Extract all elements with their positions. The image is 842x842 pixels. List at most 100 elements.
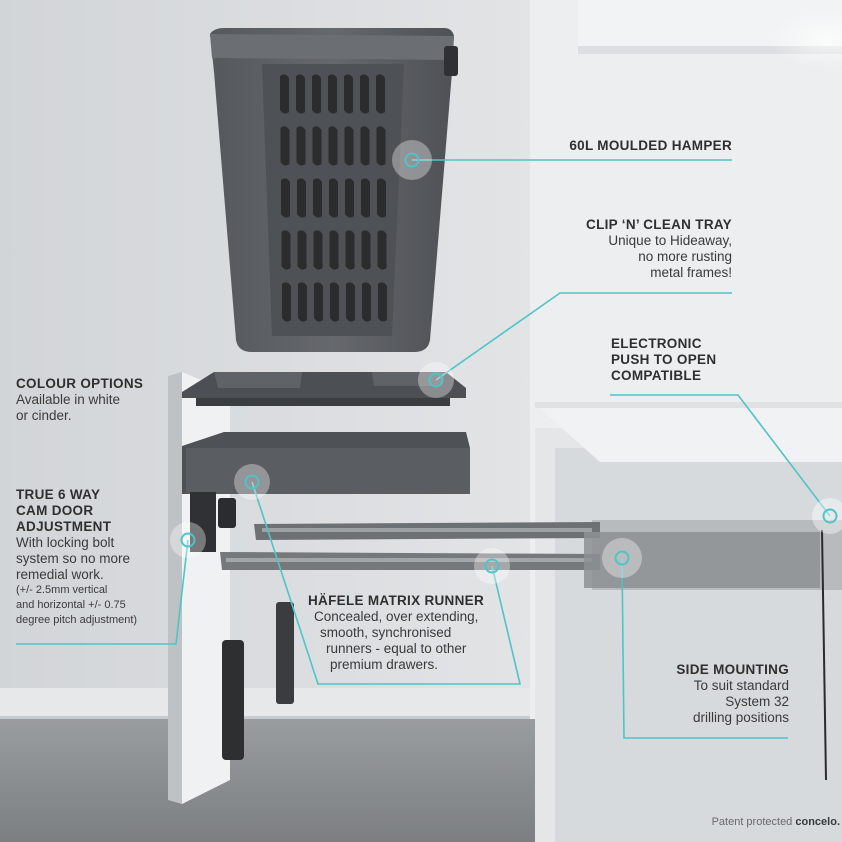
vent-slot: [330, 282, 339, 322]
callout-electronic-line: ELECTRONIC: [611, 336, 702, 351]
vent-slot: [298, 282, 307, 322]
callout-tray: CLIP ‘N’ CLEAN TRAY Unique to Hideaway, …: [586, 217, 732, 281]
vent-slot: [361, 178, 370, 218]
vent-slot: [362, 282, 371, 322]
callout-runner-line: smooth, synchronised: [320, 625, 452, 640]
vent-slot: [344, 126, 354, 166]
line-side: [621, 557, 788, 739]
callout-side: SIDE MOUNTING To suit standard System 32…: [676, 662, 789, 726]
callout-electronic-line: COMPATIBLE: [611, 368, 702, 383]
vent-slot: [360, 74, 369, 114]
hamper-vents: [280, 74, 387, 322]
callout-runner: HÄFELE MATRIX RUNNER Concealed, over ext…: [308, 593, 484, 673]
line-cam: [16, 539, 189, 645]
callout-markers: [170, 140, 842, 584]
vent-slot: [345, 178, 354, 218]
vent-slot: [312, 126, 322, 166]
vent-slot: [296, 74, 305, 114]
vent-slot: [361, 230, 371, 270]
callout-cam-note: and horizontal +/- 0.75: [16, 599, 126, 611]
vent-slot: [328, 74, 337, 114]
vent-slot: [281, 230, 291, 270]
callout-cam-title: TRUE 6 WAY: [16, 487, 101, 502]
patent-prefix: Patent protected: [711, 816, 793, 828]
callout-runner-line: runners - equal to other: [326, 641, 467, 656]
callout-lines: [16, 159, 831, 739]
vent-slot: [377, 178, 386, 218]
callout-hamper: 60L MOULDED HAMPER: [569, 138, 732, 154]
vent-slot: [312, 74, 321, 114]
vent-slot: [314, 282, 323, 322]
line-electronic: [610, 394, 831, 517]
clip-clean-tray: [182, 372, 466, 406]
door-hinge-lower: [222, 640, 244, 760]
callout-runner-title: HÄFELE MATRIX RUNNER: [308, 593, 484, 608]
callout-cam-line: remedial work.: [16, 567, 104, 582]
callout-colour-line: Available in white: [16, 392, 121, 407]
callout-side-line: drilling positions: [692, 710, 789, 725]
callout-electronic: ELECTRONIC PUSH TO OPEN COMPATIBLE: [611, 336, 716, 384]
floor: [0, 719, 560, 842]
callout-runner-line: premium drawers.: [330, 657, 439, 672]
vent-slot: [297, 230, 307, 270]
callout-cam: TRUE 6 WAY CAM DOOR ADJUSTMENT With lock…: [16, 487, 137, 628]
marker-electronic: [812, 498, 842, 534]
marker-runner-2: [474, 548, 510, 584]
callout-cam-line: With locking bolt: [16, 535, 115, 550]
callout-cam-title: ADJUSTMENT: [16, 519, 112, 534]
cabinet-door: [168, 372, 182, 804]
vent-slot: [313, 178, 322, 218]
benchtop: [535, 404, 842, 462]
vent-slot: [313, 230, 323, 270]
callout-tray-line: Unique to Hideaway,: [608, 233, 732, 248]
callout-runner-line: Concealed, over extending,: [314, 609, 479, 624]
vent-slot: [282, 282, 291, 322]
callout-electronic-line: PUSH TO OPEN: [611, 352, 717, 367]
callout-side-line: To suit standard: [693, 678, 789, 693]
callout-colour-line: or cinder.: [16, 408, 72, 423]
callout-tray-title: CLIP ‘N’ CLEAN TRAY: [586, 217, 732, 232]
callout-tray-line: no more rusting: [638, 249, 732, 264]
vent-slot: [328, 126, 338, 166]
vent-slot: [344, 74, 353, 114]
vent-slot: [346, 282, 355, 322]
vent-slot: [296, 126, 306, 166]
marker-tray: [418, 362, 454, 398]
vent-slot: [280, 126, 290, 166]
line-tray: [435, 292, 732, 381]
vent-slot: [297, 178, 306, 218]
marker-hamper: [392, 140, 432, 180]
callout-hamper-title: 60L MOULDED HAMPER: [569, 138, 732, 153]
vent-slot: [378, 282, 387, 322]
vent-slot: [281, 178, 290, 218]
brand-name: concelo.: [795, 816, 840, 828]
vent-slot: [329, 230, 339, 270]
callout-cam-line: system so no more: [16, 551, 131, 566]
skirting: [0, 688, 530, 718]
light-glow: [770, 10, 842, 70]
callout-colour-title: COLOUR OPTIONS: [16, 376, 144, 391]
line-runner: [251, 481, 522, 685]
marker-runner: [234, 464, 270, 500]
vent-slot: [376, 126, 386, 166]
vent-slot: [329, 178, 338, 218]
callout-cam-note: (+/- 2.5mm vertical: [16, 584, 108, 596]
matrix-runners: [220, 522, 820, 588]
vent-slot: [360, 126, 370, 166]
callout-cam-note: degree pitch adjustment): [16, 614, 138, 626]
marker-cam: [170, 522, 206, 558]
vent-slot: [345, 230, 355, 270]
callout-cam-title: CAM DOOR: [16, 503, 94, 518]
door-bracket: [276, 602, 294, 704]
callout-tray-line: metal frames!: [650, 265, 732, 280]
callout-side-title: SIDE MOUNTING: [676, 662, 789, 677]
callout-side-line: System 32: [725, 694, 789, 709]
vent-slot: [280, 74, 289, 114]
marker-side: [602, 538, 642, 578]
vent-slot: [377, 230, 387, 270]
vent-slot: [376, 74, 385, 114]
drawer-frame: [182, 432, 470, 552]
patent-note: Patent protected concelo.: [712, 816, 840, 828]
callout-colour: COLOUR OPTIONS Available in white or cin…: [16, 376, 143, 424]
